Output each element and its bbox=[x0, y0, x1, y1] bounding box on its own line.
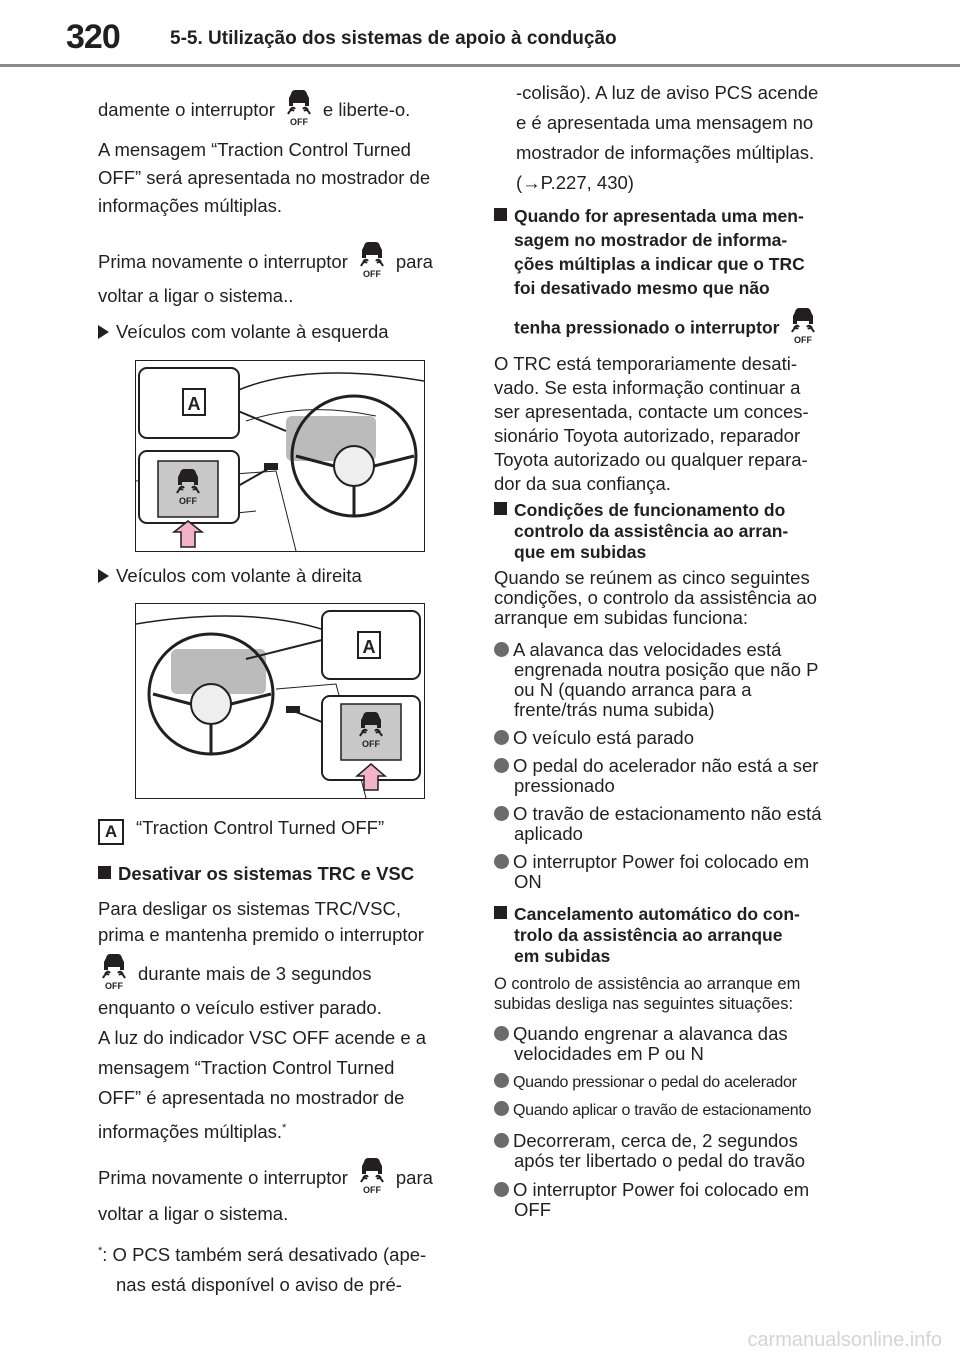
section-title: 5-5. Utilização dos sistemas de apoio à … bbox=[170, 28, 617, 49]
paragraph: A mensagem “Traction Control Turned OFF”… bbox=[98, 139, 431, 216]
list-item: O interruptor Power foi colocado em ON bbox=[494, 852, 809, 892]
circle-bullet-icon bbox=[494, 854, 509, 869]
heading-hill-start-conditions: Condições de funcionamento do controlo d… bbox=[494, 500, 788, 563]
dashboard-illustration: A bbox=[136, 610, 421, 798]
callout-letter: A bbox=[98, 819, 124, 845]
header-rule bbox=[0, 64, 960, 67]
circle-bullet-icon bbox=[494, 1133, 509, 1148]
paragraph: durante mais de 3 segundos bbox=[98, 956, 371, 994]
heading-trc-message: Quando for apresentada uma men- sagem no… bbox=[494, 204, 805, 300]
circle-bullet-icon bbox=[494, 758, 509, 773]
figure-rhd-dashboard: A bbox=[135, 603, 425, 799]
rhd-label: Veículos com volante à direita bbox=[98, 562, 362, 590]
square-bullet-icon bbox=[494, 906, 507, 919]
page-number: 320 bbox=[66, 18, 121, 56]
list-item: Quando pressionar o pedal do acelerador bbox=[494, 1073, 797, 1093]
list-item: O pedal do acelerador não está a ser pre… bbox=[494, 756, 818, 796]
circle-bullet-icon bbox=[494, 1073, 509, 1088]
page-header: 320 5-5. Utilização dos sistemas de apoi… bbox=[0, 0, 960, 70]
trc-off-icon bbox=[358, 240, 386, 278]
heading-disable-trc-vsc: Desativar os sistemas TRC e VSC bbox=[98, 860, 414, 888]
heading-trc-message-end: tenha pressionado o interruptor bbox=[514, 310, 827, 348]
lhd-label: Veículos com volante à esquerda bbox=[98, 318, 389, 346]
square-bullet-icon bbox=[494, 502, 507, 515]
paragraph: -colisão). A luz de aviso PCS acende e é… bbox=[516, 82, 819, 193]
paragraph: voltar a ligar o sistema. bbox=[98, 1203, 289, 1224]
trc-off-icon bbox=[358, 1156, 386, 1194]
square-bullet-icon bbox=[98, 866, 111, 879]
list-item: O travão de estacionamento não está apli… bbox=[494, 804, 822, 844]
trc-off-icon bbox=[789, 306, 817, 344]
footnote: *: O PCS também será desativado (ape- na… bbox=[98, 1244, 427, 1296]
circle-bullet-icon bbox=[494, 1026, 509, 1041]
circle-bullet-icon bbox=[494, 806, 509, 821]
paragraph: enquanto o veículo estiver parado. A luz… bbox=[98, 997, 427, 1143]
paragraph: Quando se reúnem as cinco seguintes cond… bbox=[494, 567, 817, 628]
paragraph: Para desligar os sistemas TRC/VSC, prima… bbox=[98, 898, 424, 945]
trc-off-icon bbox=[285, 88, 313, 126]
paragraph: O TRC está temporariamente desati- vado.… bbox=[494, 353, 809, 494]
circle-bullet-icon bbox=[494, 1101, 509, 1116]
heading-hill-start-cancel: Cancelamento automático do con- trolo da… bbox=[494, 904, 800, 967]
list-item: O veículo está parado bbox=[494, 728, 694, 748]
arrow-right-icon: → bbox=[522, 172, 541, 193]
watermark: carmanualsonline.info bbox=[747, 1329, 942, 1351]
paragraph: O controlo de assistência ao arranque em… bbox=[494, 975, 801, 1013]
triangle-bullet-icon bbox=[98, 569, 109, 583]
figure-lhd-dashboard: A bbox=[135, 360, 425, 552]
list-item: Quando engrenar a alavanca das velocidad… bbox=[494, 1024, 788, 1064]
square-bullet-icon bbox=[494, 208, 507, 221]
list-item: A alavanca das velocidades está engrenad… bbox=[494, 640, 818, 720]
list-item: Quando aplicar o travão de estacionament… bbox=[494, 1101, 811, 1121]
callout-legend: A“Traction Control Turned OFF” bbox=[98, 814, 384, 845]
list-item: Decorreram, cerca de, 2 segundos após te… bbox=[494, 1131, 805, 1171]
list-item: O interruptor Power foi colocado em OFF bbox=[494, 1180, 809, 1220]
triangle-bullet-icon bbox=[98, 325, 109, 339]
circle-bullet-icon bbox=[494, 1182, 509, 1197]
callout-a: A bbox=[188, 394, 201, 414]
dashboard-illustration: A bbox=[136, 367, 424, 551]
trc-off-icon bbox=[100, 952, 128, 990]
callout-a: A bbox=[363, 637, 376, 657]
circle-bullet-icon bbox=[494, 730, 509, 745]
circle-bullet-icon bbox=[494, 642, 509, 657]
